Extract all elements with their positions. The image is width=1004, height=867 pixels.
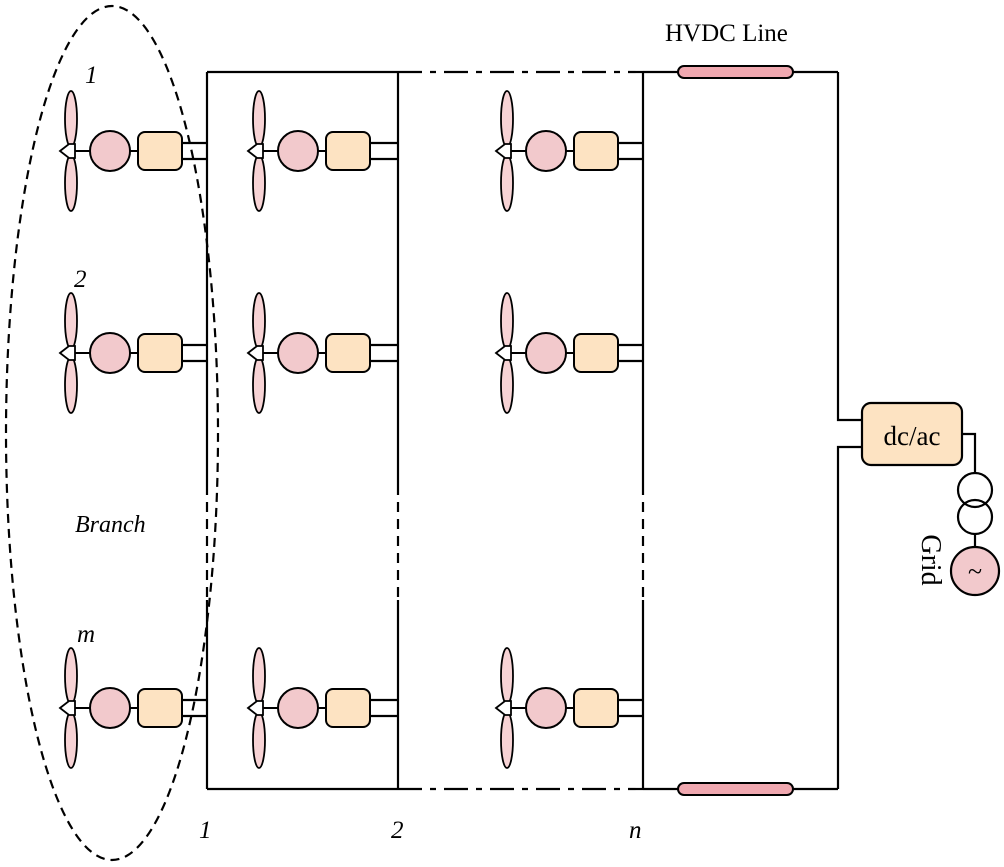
turbine-hub-icon — [58, 700, 76, 716]
ac-dc-converter-icon — [137, 131, 183, 171]
converter-feed-negative — [836, 445, 862, 789]
turbine-blade-icon — [252, 711, 266, 769]
turbine-blade-icon — [64, 356, 78, 414]
turbine-blade-icon — [64, 711, 78, 769]
turbine-blade-icon — [500, 154, 514, 212]
turbine-blade-icon — [252, 292, 266, 350]
generator-icon — [525, 130, 567, 172]
generator-icon — [525, 332, 567, 374]
turbine-blade-icon — [500, 292, 514, 350]
turbine-blade-icon — [64, 154, 78, 212]
turbine-blade-icon — [252, 647, 266, 705]
generator-icon — [89, 130, 131, 172]
generator-icon — [89, 687, 131, 729]
branch-selection-ellipse — [4, 4, 220, 862]
ac-source-icon — [949, 545, 1001, 597]
turbine-blade-icon — [252, 90, 266, 148]
turbine-hub-icon — [494, 345, 512, 361]
turbine-hub-icon — [494, 143, 512, 159]
branch-col-label-n: n — [629, 817, 642, 844]
ac-dc-converter-icon — [325, 131, 371, 171]
branch-col-label-2: 2 — [391, 817, 404, 844]
grid-label: Grid — [915, 534, 946, 585]
turbine-row-label-2: 2 — [74, 266, 87, 293]
ac-dc-converter-icon — [137, 333, 183, 373]
turbine-hub-icon — [246, 345, 264, 361]
turbine-blade-icon — [500, 647, 514, 705]
turbine-hub-icon — [246, 143, 264, 159]
generator-icon — [525, 687, 567, 729]
turbine-hub-icon — [58, 345, 76, 361]
generator-icon — [277, 687, 319, 729]
turbine-blade-icon — [252, 154, 266, 212]
generator-icon — [277, 332, 319, 374]
turbine-blade-icon — [64, 90, 78, 148]
turbine-blade-icon — [500, 356, 514, 414]
turbine-hub-icon — [58, 143, 76, 159]
branch-col-label-1: 1 — [199, 817, 212, 844]
ac-source-symbol: ~ — [968, 557, 982, 586]
ac-dc-converter-icon — [573, 131, 619, 171]
ac-dc-converter-icon — [137, 688, 183, 728]
hvdc-line-top — [677, 65, 794, 79]
turbine-blade-icon — [64, 647, 78, 705]
turbine-blade-icon — [500, 90, 514, 148]
turbine-blade-icon — [64, 292, 78, 350]
transformer-icon-upper — [956, 471, 994, 509]
turbine-row-label-1: 1 — [85, 62, 98, 89]
ac-dc-converter-icon — [573, 688, 619, 728]
converter-label: dc/ac — [884, 421, 941, 451]
transformer-icon-lower — [956, 498, 994, 536]
turbine-hub-icon — [494, 700, 512, 716]
converter-feed-positive — [836, 72, 862, 422]
ac-dc-converter-icon — [573, 333, 619, 373]
ac-dc-converter-icon — [325, 333, 371, 373]
generator-icon — [89, 332, 131, 374]
hvdc-line-bottom — [677, 782, 794, 796]
turbine-blade-icon — [252, 356, 266, 414]
ac-dc-converter-icon — [325, 688, 371, 728]
turbine-hub-icon — [246, 700, 264, 716]
hvdc-line-label: HVDC Line — [665, 20, 788, 47]
turbine-row-label-m: m — [77, 621, 95, 648]
turbine-blade-icon — [500, 711, 514, 769]
generator-icon — [277, 130, 319, 172]
branch-label: Branch — [75, 512, 146, 538]
grid-lead — [962, 432, 977, 472]
